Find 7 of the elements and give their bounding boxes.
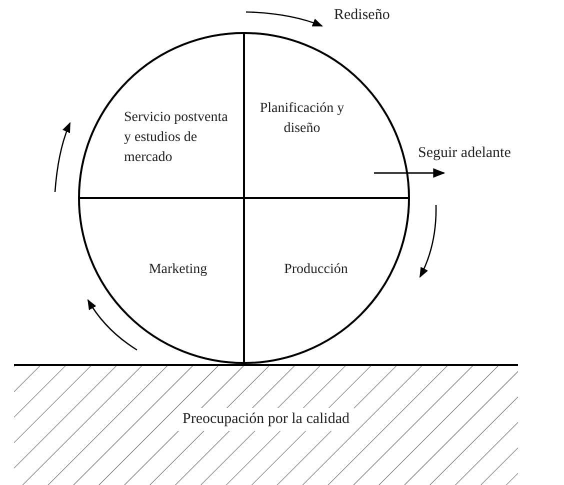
arrow-label: Rediseño — [334, 6, 390, 25]
arrow-label: Seguir adelante — [418, 144, 511, 163]
quadrant-text: Marketing — [128, 260, 228, 280]
quadrant-text: Planificación y diseño — [252, 99, 352, 139]
ground-label: Preocupación por la calidad — [178, 408, 354, 431]
quadrant-text: Producción — [266, 260, 366, 280]
quadrant-text: Servicio postventa y estudios de mercado — [124, 108, 228, 168]
